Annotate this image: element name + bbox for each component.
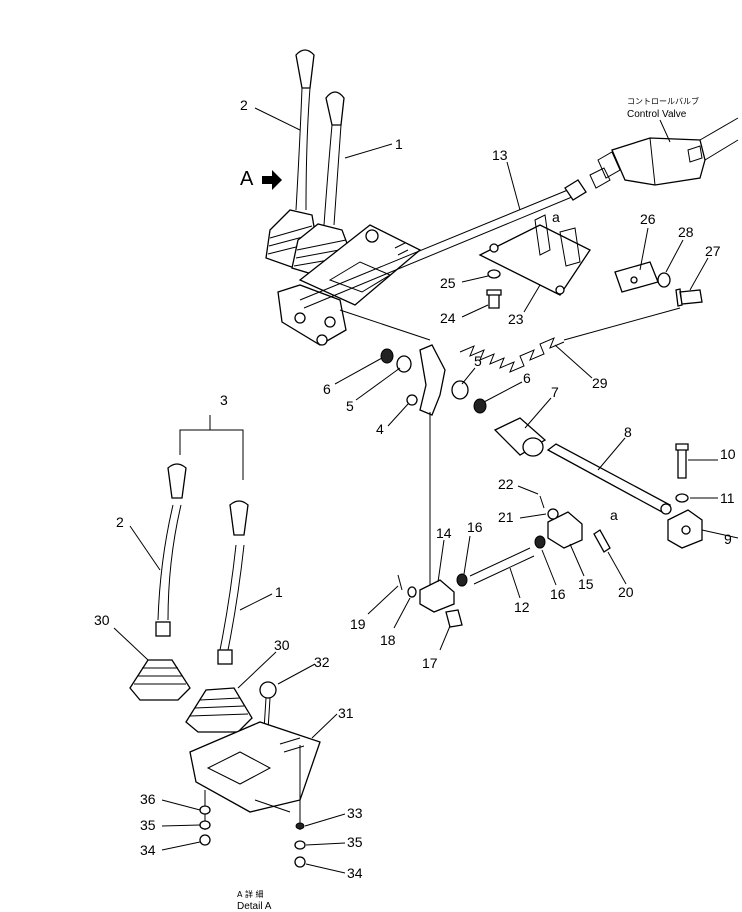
part-28-washer [657,272,671,288]
part-21-washer [547,508,559,520]
part-11-washer [675,493,689,503]
callout-5-right: 5 [474,353,482,369]
bracket-23 [478,224,591,296]
callout-14: 14 [436,525,452,541]
detail-label-jp: A 詳 細 [237,889,264,899]
control-valve-label-jp: コントロールバルブ [627,96,699,106]
part-6-nut-right [473,398,487,414]
detail-label-en: Detail A [237,901,272,912]
callout-22: 22 [498,476,514,492]
callout-detail-31: 31 [338,705,354,721]
part-17-bolt [445,609,463,628]
callout-9: 9 [724,531,732,547]
lever-2-shaft [295,87,311,211]
callout-11: 11 [720,490,735,506]
part-5-bushing-left [396,355,412,373]
callout-detail-35-left: 35 [140,817,156,833]
part-16-nut-left [456,573,468,587]
part-12-rod [469,547,535,585]
callout-4: 4 [376,421,384,437]
callout-15: 15 [578,576,594,592]
lever-plate [298,224,422,306]
detail-a-assembly [129,463,321,868]
lever-arm [419,344,446,416]
callout-10: 10 [720,446,736,462]
callout-detail-30-right: 30 [274,637,290,653]
callout-7: 7 [551,384,559,400]
part-15-clevis [547,511,583,549]
part-20-bolt [593,529,611,553]
callout-29: 29 [592,375,608,391]
lever-2-knob [295,49,315,89]
lever-1-knob [325,91,345,126]
part-26-bracket [614,261,659,293]
mark-a-upper: a [552,209,560,225]
leader-group-3 [179,429,244,480]
callout-detail-30-left: 30 [94,612,110,628]
control-valve-label-en: Control Valve [627,109,687,120]
part-24-bolt [486,289,502,309]
callout-12: 12 [514,599,530,615]
lever-base [277,284,347,346]
control-valve [589,117,739,189]
callout-detail-34-left: 34 [140,842,156,858]
spring-29 [459,337,565,373]
callout-25: 25 [440,275,456,291]
mark-a-lower: a [610,507,618,523]
part-6-nut-left [380,348,394,364]
callout-5-left: 5 [346,398,354,414]
part-25-washer [487,269,501,279]
callout-detail-32: 32 [314,654,330,670]
part-22-pin [539,495,545,509]
part-27-bolt [675,288,703,307]
callout-19: 19 [350,616,366,632]
part-8-shaft [546,443,672,513]
part-10-bolt [675,443,689,479]
callout-17: 17 [422,655,438,671]
part-16-nut-right [534,535,546,549]
callout-23: 23 [508,311,524,327]
callout-13: 13 [492,147,508,163]
callout-1: 1 [395,136,403,152]
part-19-pin [397,574,403,591]
callout-20: 20 [618,584,634,600]
callout-16-upper: 16 [467,519,483,535]
callout-21: 21 [498,509,514,525]
callout-detail-36: 36 [140,791,156,807]
callout-27: 27 [705,243,721,259]
leader-lines [113,107,739,874]
callout-16-lower: 16 [550,586,566,602]
leader-control-valve [659,119,671,143]
callout-2: 2 [240,97,248,113]
lever-1-shaft [323,124,342,226]
callout-18: 18 [380,632,396,648]
callout-6-right: 6 [523,370,531,386]
callout-detail-34-right: 34 [347,865,363,881]
callout-24: 24 [440,310,456,326]
callout-detail-33: 33 [347,805,363,821]
control-rod-13 [299,184,585,309]
callout-28: 28 [678,224,694,240]
callout-detail-2: 2 [116,514,124,530]
callout-3: 3 [220,392,228,408]
callout-detail-1: 1 [275,584,283,600]
part-5-bushing-right [451,380,469,400]
callout-detail-35-right: 35 [347,834,363,850]
part-14-clevis [419,579,455,613]
callout-26: 26 [640,211,656,227]
callout-6-left: 6 [323,381,331,397]
part-18-washer [407,586,417,598]
view-arrow-label: A [240,168,254,190]
callout-8: 8 [624,424,632,440]
view-arrow-icon [262,170,282,190]
main-lever-assembly [265,49,422,346]
part-4-bolt [406,394,418,406]
